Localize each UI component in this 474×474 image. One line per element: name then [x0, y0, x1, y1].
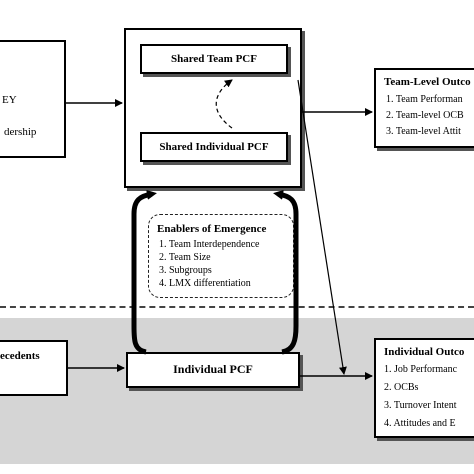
team-outcome-item: 1. Team Performan	[386, 94, 463, 105]
leadership-box-line2: dership	[4, 126, 37, 138]
enabler-item: 1. Team Interdependence	[159, 239, 260, 250]
antecedents-box: ecedents	[0, 340, 68, 396]
shared-team-pcf-label: Shared Team PCF	[171, 53, 257, 65]
enabler-item: 4. LMX differentiation	[159, 278, 251, 289]
level-divider	[0, 306, 474, 308]
team-outcome-item: 3. Team-level Attit	[386, 126, 461, 137]
individual-outcome-item: 3. Turnover Intent	[384, 400, 457, 411]
enablers-title: Enablers of Emergence	[157, 223, 267, 235]
shared-individual-pcf-box: Shared Individual PCF	[140, 132, 288, 162]
individual-outcome-item: 2. OCBs	[384, 382, 419, 393]
antecedents-label: ecedents	[0, 350, 40, 362]
individual-outcomes-title: Individual Outco	[384, 346, 465, 358]
team-outcomes-box: Team-Level Outco 1. Team Performan 2. Te…	[374, 68, 474, 148]
leadership-box: EY dership	[0, 40, 66, 158]
enabler-item: 2. Team Size	[159, 252, 211, 263]
individual-outcome-item: 4. Attitudes and E	[384, 418, 456, 429]
shared-individual-pcf-label: Shared Individual PCF	[159, 141, 269, 153]
shared-team-pcf-box: Shared Team PCF	[140, 44, 288, 74]
individual-outcomes-box: Individual Outco 1. Job Performanc 2. OC…	[374, 338, 474, 438]
team-outcome-item: 2. Team-level OCB	[386, 110, 464, 121]
leadership-box-line1: EY	[2, 94, 17, 106]
individual-pcf-label: Individual PCF	[173, 362, 253, 376]
enablers-box: Enablers of Emergence 1. Team Interdepen…	[148, 214, 294, 298]
enabler-item: 3. Subgroups	[159, 265, 212, 276]
team-outcomes-title: Team-Level Outco	[384, 76, 471, 88]
individual-outcome-item: 1. Job Performanc	[384, 364, 458, 375]
individual-pcf-box: Individual PCF	[126, 352, 300, 388]
